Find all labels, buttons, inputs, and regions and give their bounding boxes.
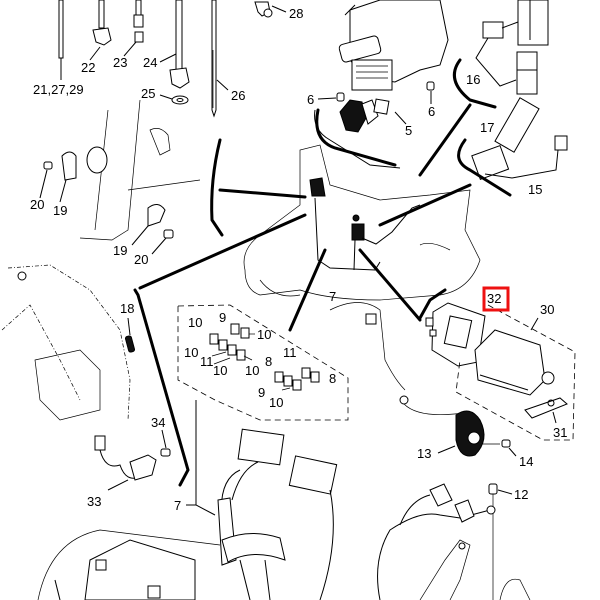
callout-16: 16: [466, 72, 480, 87]
callout-30: 30: [540, 302, 554, 317]
motorcycle-outline: [243, 144, 481, 301]
callout-19-upper: 19: [53, 203, 67, 218]
callout-12: 12: [514, 487, 528, 502]
callout-10: 10: [257, 327, 271, 342]
main-switch-assembly[interactable]: [338, 0, 449, 133]
bracket-area-left: [79, 99, 201, 241]
callout-10: 10: [188, 315, 202, 330]
battery[interactable]: [37, 529, 221, 600]
callout-15: 15: [528, 182, 542, 197]
callout-34: 34: [151, 415, 165, 430]
callout-33: 33: [87, 494, 101, 509]
callout-21-27-29: 21,27,29: [33, 82, 84, 97]
fuses-right[interactable]: [274, 367, 320, 391]
rear-fender-outline: [1, 264, 131, 421]
callout-7-upper: 7: [329, 289, 336, 304]
grommet-18[interactable]: [124, 317, 136, 353]
callout-18: 18: [120, 301, 134, 316]
washer-25[interactable]: [159, 94, 189, 105]
cable-tie-23[interactable]: [123, 0, 144, 57]
sensor-13[interactable]: [437, 410, 485, 457]
screw-34[interactable]: [160, 429, 171, 457]
clip-19-upper[interactable]: [59, 151, 77, 203]
fuses-left[interactable]: [209, 323, 250, 361]
frame-bracket: [419, 539, 531, 600]
plate-31[interactable]: [524, 397, 568, 424]
callout-19-lower: 19: [113, 243, 127, 258]
callout-10: 10: [184, 345, 198, 360]
callout-10: 10: [213, 363, 227, 378]
cable-tie-24[interactable]: [159, 0, 190, 89]
callout-6-right: 6: [428, 104, 435, 119]
clip-19-lower[interactable]: [131, 204, 166, 246]
callout-10: 10: [245, 363, 259, 378]
callout-17: 17: [480, 120, 494, 135]
callout-14: 14: [519, 454, 533, 469]
callout-8: 8: [265, 354, 272, 369]
callout-31: 31: [553, 425, 567, 440]
cable-tie-21[interactable]: [58, 0, 64, 80]
callout-24: 24: [143, 55, 157, 70]
callout-22: 22: [81, 60, 95, 75]
callout-9: 9: [219, 310, 226, 325]
screw-20-upper[interactable]: [39, 161, 53, 199]
callout-32[interactable]: 32: [487, 291, 501, 306]
callout-20-upper: 20: [30, 197, 44, 212]
screw-6-left[interactable]: [317, 92, 345, 102]
bolt-14[interactable]: [482, 439, 517, 457]
fuse-group: [177, 304, 349, 421]
callout-13: 13: [417, 446, 431, 461]
clamp-28[interactable]: [254, 1, 287, 18]
callout-10: 10: [269, 395, 283, 410]
callout-5: 5: [405, 123, 412, 138]
relay-16-group[interactable]: [475, 0, 549, 95]
cable-tie-22[interactable]: [89, 0, 112, 61]
relay-17-group[interactable]: [471, 97, 568, 180]
wiring-harness-7[interactable]: [217, 428, 338, 600]
bolt-12[interactable]: [488, 483, 513, 600]
ground-cable[interactable]: [377, 483, 496, 600]
callout-7-lower: 7: [174, 498, 181, 513]
callout-28: 28: [289, 6, 303, 21]
callout-26: 26: [231, 88, 245, 103]
cable-tie-26[interactable]: [211, 0, 229, 118]
screw-6-right[interactable]: [426, 81, 435, 104]
screw-20-lower[interactable]: [151, 229, 174, 255]
callout-20-lower: 20: [134, 252, 148, 267]
callout-23: 23: [113, 55, 127, 70]
highlight-box-32: [482, 286, 510, 312]
callout-11: 11: [200, 354, 214, 369]
callout-6-left: 6: [307, 92, 314, 107]
callout-25: 25: [141, 86, 155, 101]
connector-5[interactable]: [394, 111, 407, 125]
sensor-33[interactable]: [94, 435, 157, 491]
callout-9: 9: [258, 385, 265, 400]
callout-8: 8: [329, 371, 336, 386]
ecu-30[interactable]: [455, 304, 576, 441]
callout-11: 11: [283, 345, 297, 360]
